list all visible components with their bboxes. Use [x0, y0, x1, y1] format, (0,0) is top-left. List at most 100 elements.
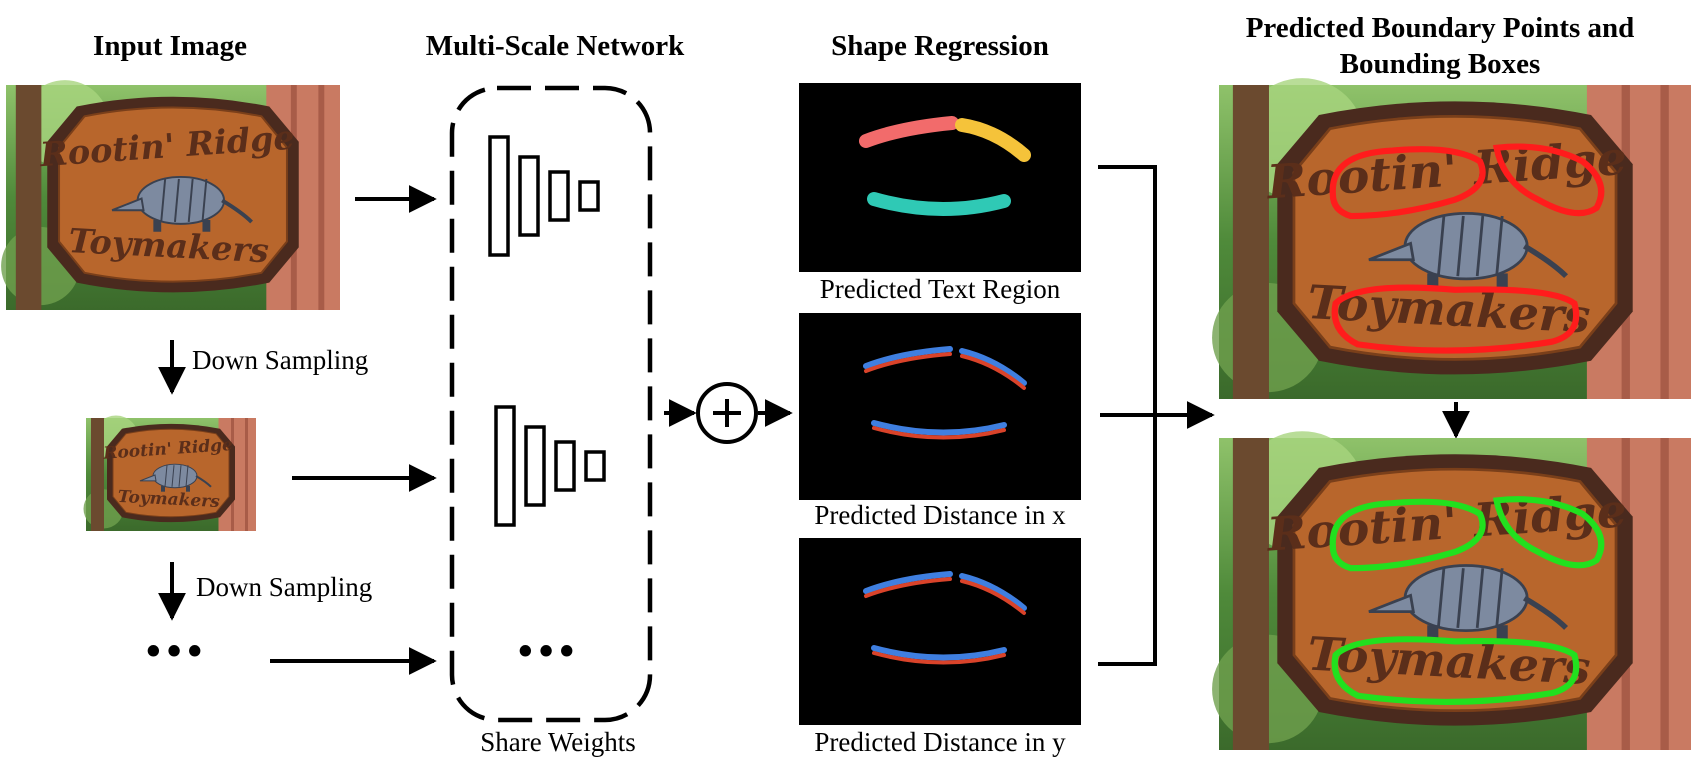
feature-level-3	[554, 440, 576, 492]
feature-level-2	[524, 425, 546, 507]
armadillo-leg	[202, 220, 211, 232]
distance-y-stroke-blue-2	[959, 573, 1027, 611]
armadillo-band	[1436, 215, 1446, 277]
distance-y-stroke-blue-3	[871, 645, 1007, 661]
map-background	[799, 538, 1081, 725]
distance-x-map	[799, 313, 1081, 500]
down-sampling-label-1: Down Sampling	[192, 345, 369, 375]
text-region-1	[859, 116, 959, 148]
text-region-3	[867, 192, 1011, 216]
distance-x-stroke-blue-2	[959, 348, 1027, 386]
armadillo-band	[185, 465, 189, 487]
distance-x-stroke-blue-1	[863, 346, 953, 369]
distance-x-stroke-red-2	[960, 354, 1026, 390]
wall-seam	[1660, 85, 1669, 399]
armadillo-band	[1495, 215, 1504, 277]
feature-level-4	[584, 450, 606, 482]
feature-level-3	[548, 170, 570, 222]
armadillo-head	[111, 197, 145, 212]
wall-seam	[1660, 438, 1669, 750]
armadillo-band	[173, 178, 180, 223]
distance-x-stroke-blue-3	[871, 420, 1007, 436]
more-scales-ellipsis: •••	[146, 629, 209, 675]
armadillo-band	[1436, 568, 1446, 629]
down-sampling-label-2: Down Sampling	[196, 572, 373, 602]
armadillo-tail	[195, 475, 212, 488]
output-title-line2: Bounding Boxes	[1339, 48, 1541, 80]
feature-pyramid-scale1	[488, 135, 600, 257]
armadillo-band	[1475, 215, 1485, 277]
boundary-word-1	[1329, 498, 1486, 572]
output-title-line1: Predicted Boundary Points and	[1245, 12, 1635, 44]
armadillo-band	[201, 178, 208, 223]
armadillo-body	[136, 175, 226, 225]
multi-scale-network-title: Multi-Scale Network	[425, 30, 685, 62]
feature-level-1	[494, 405, 516, 527]
armadillo-leg	[186, 485, 190, 492]
armadillo-tail	[1522, 595, 1569, 630]
feature-pyramid-scale2	[494, 405, 606, 527]
distance-x-caption: Predicted Distance in x	[814, 500, 1066, 530]
text-region-map	[799, 83, 1081, 272]
armadillo-band	[1475, 568, 1485, 629]
armadillo-leg	[1496, 273, 1508, 290]
distance-y-stroke-red-2	[960, 579, 1026, 615]
armadillo-band	[187, 178, 194, 223]
input-image-title: Input Image	[93, 30, 247, 62]
tree-trunk	[1232, 438, 1269, 750]
armadillo-leg	[1427, 273, 1439, 290]
tree-trunk	[15, 85, 42, 310]
tree-trunk	[91, 418, 104, 531]
boundary-word-1	[1329, 146, 1486, 220]
map-background	[799, 83, 1081, 272]
distance-y-stroke-blue-1	[863, 571, 953, 594]
distance-y-stroke-red-3	[872, 651, 1006, 665]
armadillo-body	[1403, 564, 1529, 632]
text-region-caption: Predicted Text Region	[819, 274, 1061, 304]
shape-regression-title: Shape Regression	[831, 30, 1049, 62]
feature-level-2	[518, 155, 540, 237]
armadillo-body	[1403, 211, 1529, 281]
armadillo-tail	[1522, 243, 1569, 279]
armadillo	[111, 175, 253, 232]
armadillo	[1368, 211, 1569, 290]
predicted-boundaries	[1329, 496, 1605, 705]
boundary-word-2	[1492, 496, 1605, 569]
armadillo-leg	[1496, 625, 1508, 642]
armadillo-band	[1495, 568, 1504, 629]
predicted-boundaries	[1329, 143, 1605, 354]
armadillo-head	[1368, 241, 1415, 262]
boundary-word-3	[1331, 636, 1580, 705]
distance-y-caption: Predicted Distance in y	[814, 727, 1066, 757]
armadillo	[1368, 564, 1569, 642]
armadillo-leg	[1427, 625, 1439, 642]
distance-x-stroke-red-1	[864, 352, 952, 373]
armadillo-band	[1456, 215, 1465, 277]
armadillo-band	[160, 178, 167, 223]
map-background	[799, 313, 1081, 500]
armadillo-band	[164, 465, 168, 487]
wall-seam	[318, 85, 325, 310]
feature-level-1	[488, 135, 510, 257]
distance-x-stroke-red-3	[872, 426, 1006, 440]
shared-network-box	[449, 85, 653, 723]
tree-trunk	[1232, 85, 1269, 399]
text-region-2	[955, 118, 1031, 162]
armadillo	[139, 463, 212, 492]
armadillo-leg	[153, 220, 162, 232]
armadillo-band	[1456, 568, 1465, 629]
network-ellipsis: •••	[518, 629, 581, 675]
distance-y-stroke-red-1	[864, 577, 952, 598]
share-weights-caption: Share Weights	[480, 727, 636, 757]
feature-level-4	[578, 180, 600, 212]
wall-seam	[245, 418, 248, 531]
distance-y-map	[799, 538, 1081, 725]
armadillo-leg	[161, 485, 165, 492]
armadillo-band	[178, 465, 182, 487]
